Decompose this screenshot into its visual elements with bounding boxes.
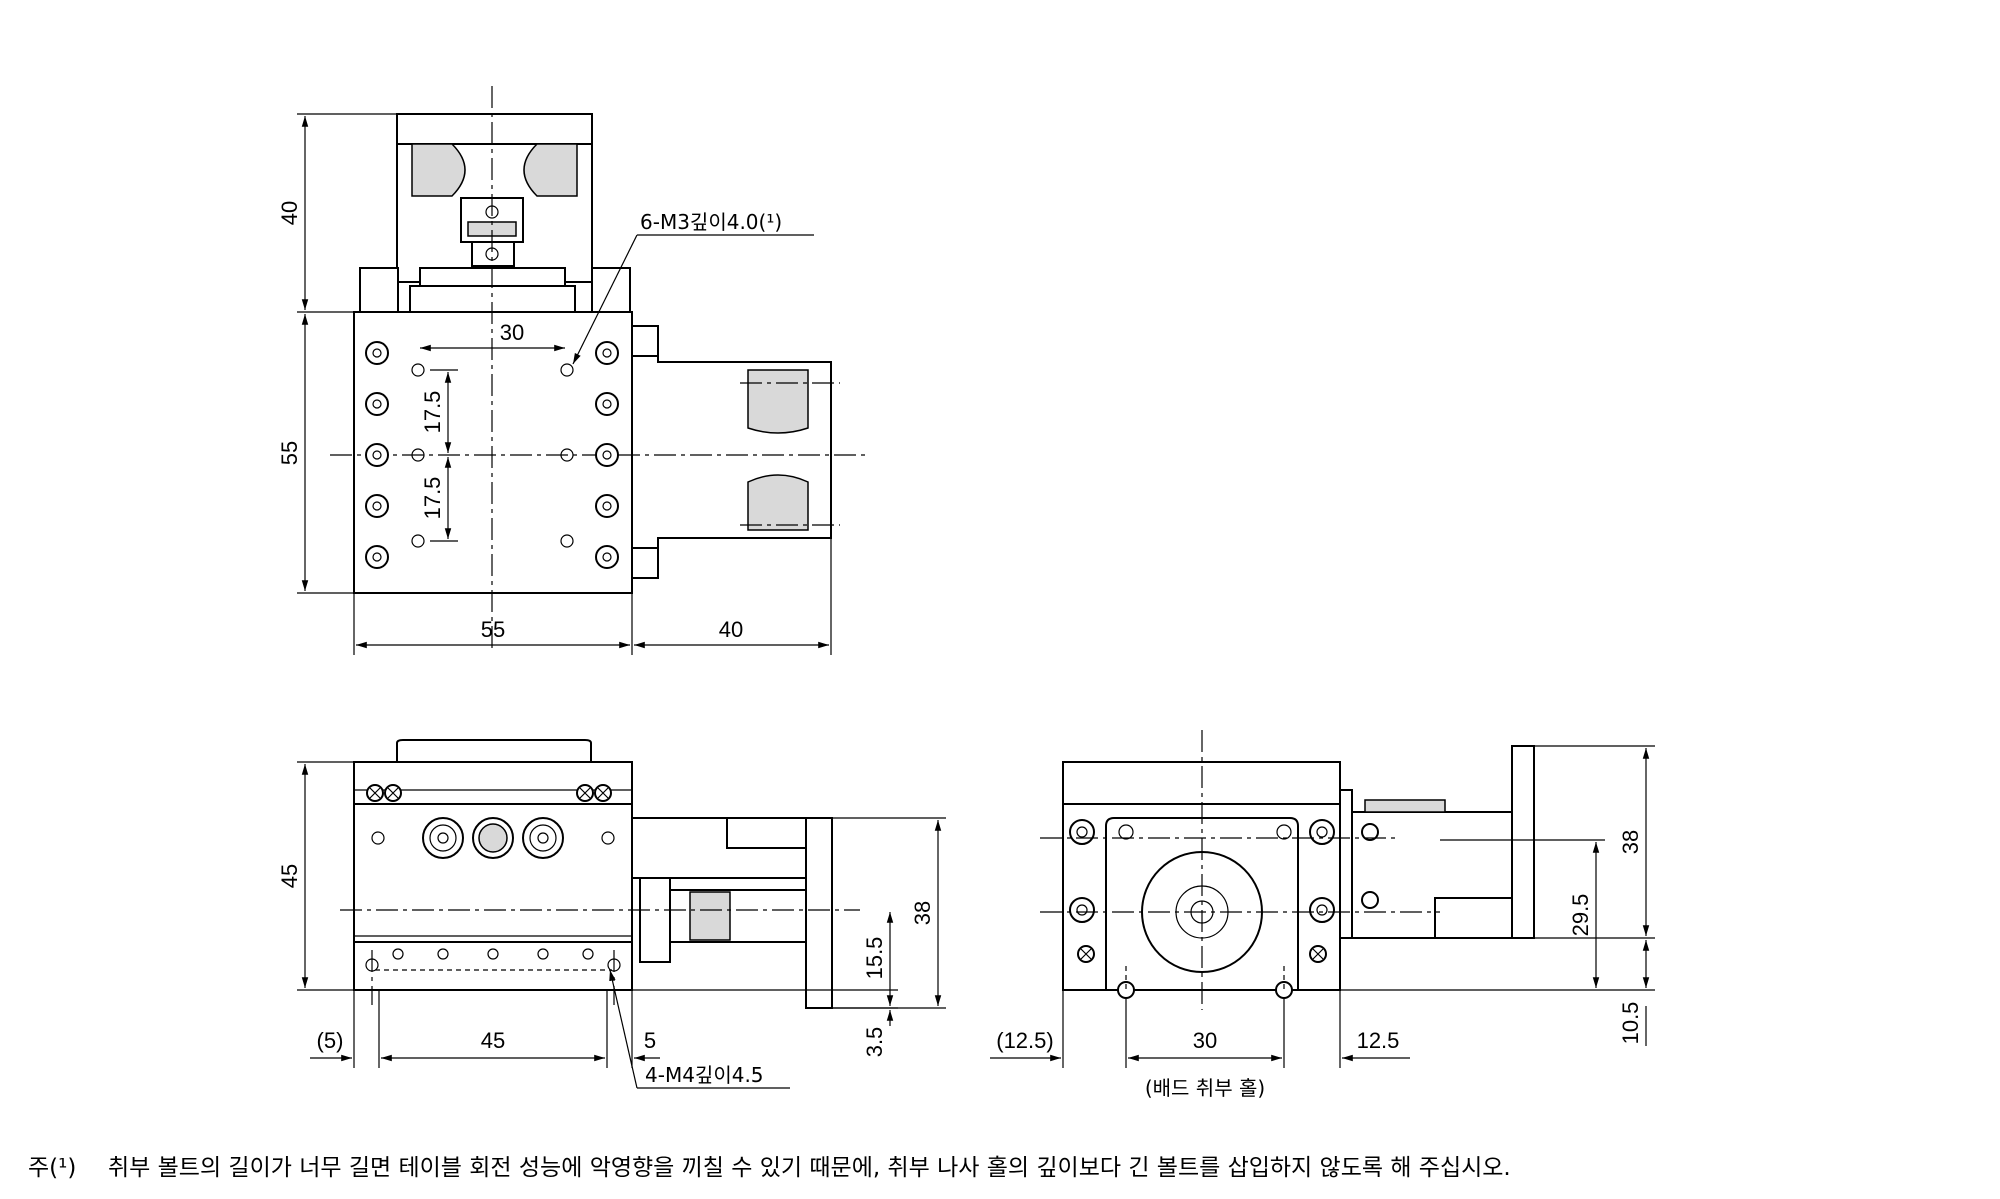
footnote-marker: 주(¹) — [28, 1155, 76, 1181]
dim-front-axis-height: 15.5 — [862, 937, 887, 980]
dim-top-hole-pitch-y1: 17.5 — [420, 391, 445, 434]
counterbore-holes — [365, 341, 619, 569]
dim-front-height-total: 45 — [277, 864, 302, 888]
dim-side-base-height: 10.5 — [1618, 1002, 1643, 1045]
dim-top-hole-pitch-x: 30 — [500, 320, 524, 345]
dim-top-width-extension: 40 — [719, 617, 743, 642]
dim-front-step: 3.5 — [862, 1027, 887, 1058]
top-view: 40 55 30 17.5 17.5 55 40 6-M3깊이4.0(¹) — [277, 86, 870, 655]
dim-front-mount-pitch: 45 — [481, 1028, 505, 1053]
dim-top-height-upper: 40 — [277, 201, 302, 225]
callout-mount-holes: 4-M4깊이4.5 — [645, 1063, 764, 1087]
dim-front-height-knob: 38 — [910, 901, 935, 925]
dim-top-hole-pitch-y2: 17.5 — [420, 477, 445, 520]
side-view: (12.5) 30 12.5 (배드 취부 홀) 38 29.5 10.5 — [990, 730, 1655, 1100]
dim-front-offset-left: (5) — [317, 1028, 344, 1053]
caption-band-holes: (배드 취부 홀) — [1145, 1076, 1265, 1100]
dim-side-axis-height: 29.5 — [1568, 894, 1593, 937]
front-view: 45 38 15.5 3.5 (5) 45 5 4-M4깊이4.5 — [277, 739, 946, 1089]
dim-front-offset-right: 5 — [644, 1028, 656, 1053]
dim-side-offset-left: (12.5) — [996, 1028, 1053, 1053]
dim-side-band-pitch: 30 — [1193, 1028, 1217, 1053]
footnote-text: 취부 볼트의 길이가 너무 길면 테이블 회전 성능에 악영향을 끼칠 수 있기… — [108, 1155, 1511, 1181]
m3-tapped-holes — [411, 363, 574, 548]
dim-top-width-body: 55 — [481, 617, 505, 642]
front-screws — [366, 784, 612, 802]
dim-side-height-total: 38 — [1618, 830, 1643, 854]
dim-top-height-body: 55 — [277, 441, 302, 465]
dim-side-offset-right: 12.5 — [1357, 1028, 1400, 1053]
callout-tapped-holes: 6-M3깊이4.0(¹) — [640, 210, 782, 234]
footnote: 주(¹) 취부 볼트의 길이가 너무 길면 테이블 회전 성능에 악영향을 끼칠… — [28, 1155, 1511, 1181]
